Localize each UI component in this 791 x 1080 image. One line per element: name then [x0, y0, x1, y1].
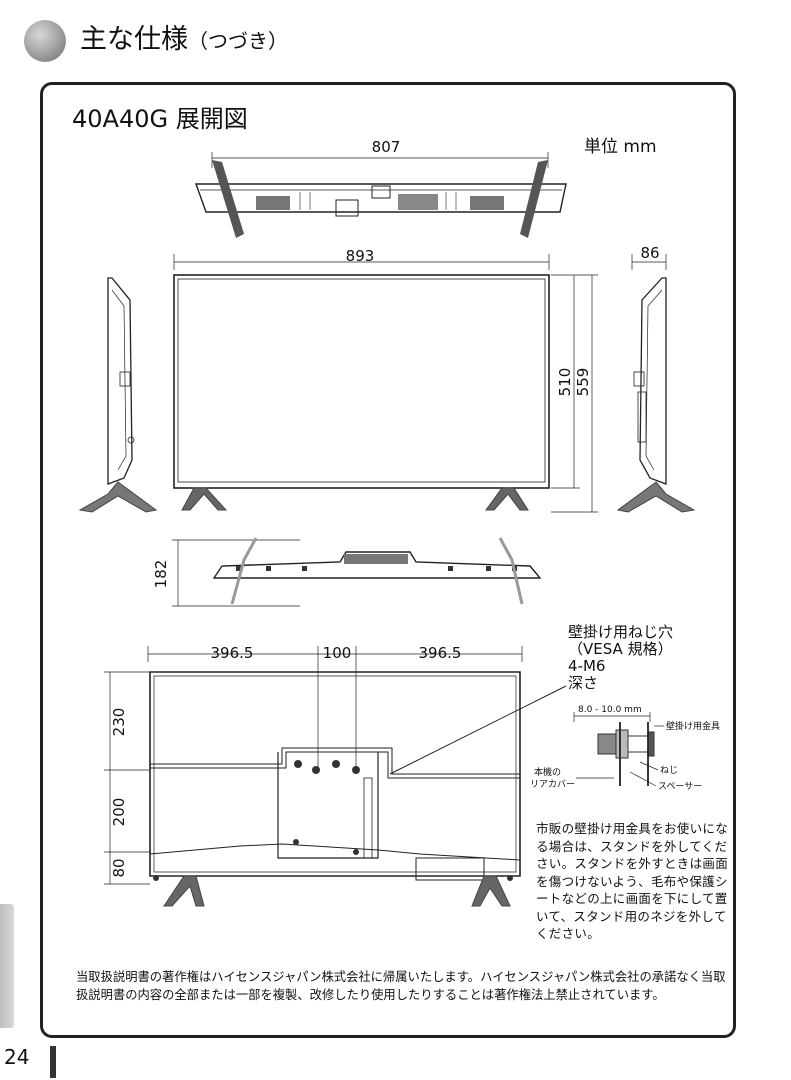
- vesa-label: 壁掛け用ねじ穴 （VESA 規格） 4-M6 深さ: [568, 624, 673, 692]
- mount-bracket-label: 壁掛け用金具: [666, 720, 720, 732]
- dim-back-h3: 80: [110, 858, 128, 877]
- mount-rear-cover-label-2: リアカバー: [530, 779, 575, 790]
- dim-total-height: 559: [574, 368, 592, 397]
- vesa-label-line-2: （VESA 規格）: [568, 640, 673, 658]
- copyright-notice: 当取扱説明書の著作権はハイセンスジャパン株式会社に帰属いたします。ハイセンスジャ…: [76, 970, 726, 1003]
- vesa-label-line-1: 壁掛け用ねじ穴: [568, 623, 674, 641]
- diagram-title: 40A40G 展開図: [72, 105, 248, 133]
- front-view: [173, 254, 598, 513]
- bottom-view: [172, 537, 542, 607]
- page-title-main: 主な仕様: [80, 24, 188, 55]
- mount-screw-label: ねじ: [660, 765, 678, 776]
- mount-spacer-label: スペーサー: [658, 781, 702, 792]
- left-side-view: [78, 277, 158, 513]
- diagram-frame: [40, 82, 736, 1038]
- top-view: [195, 152, 567, 238]
- dim-screen-height: 510: [556, 368, 574, 397]
- page-number: 24: [4, 1045, 30, 1069]
- wall-mount-note: 市販の壁掛け用金具をお使いになる場合は、スタンドを外してください。スタンドを外す…: [536, 821, 729, 941]
- dim-front-width: 893: [346, 247, 375, 265]
- dim-back-center: 100: [323, 644, 352, 662]
- page-title-sub: （つづき）: [188, 29, 288, 53]
- mount-depth-range: 8.0 - 10.0 mm: [578, 705, 642, 715]
- vesa-label-line-3: 4-M6: [568, 657, 606, 675]
- vesa-label-line-4: 深さ: [568, 674, 599, 692]
- dim-back-h2: 200: [110, 798, 128, 827]
- section-bullet-icon: [24, 20, 66, 62]
- page-number-bar: [50, 1046, 56, 1078]
- dim-bottom-depth: 182: [152, 560, 170, 589]
- dim-back-left: 396.5: [211, 644, 254, 662]
- dim-top-width: 807: [372, 138, 401, 156]
- side-tab: [0, 904, 14, 1028]
- mount-rear-cover-label-1: 本機の: [534, 766, 561, 778]
- unit-label: 単位 mm: [584, 137, 657, 157]
- mount-detail-labels: 8.0 - 10.0 mm 壁掛け用金具 本機の リアカバー ねじ スペーサー: [530, 705, 720, 792]
- dim-back-right: 396.5: [419, 644, 462, 662]
- dim-back-h1: 230: [110, 708, 128, 737]
- mount-detail: [573, 712, 664, 787]
- dim-side-depth: 86: [640, 244, 659, 262]
- dimension-labels: 807 893 86 510 559 182 396.5 100 396.5 2…: [110, 138, 660, 878]
- back-view: [104, 646, 567, 907]
- page-title: 主な仕様（つづき）: [80, 22, 288, 59]
- right-side-view: [616, 254, 696, 513]
